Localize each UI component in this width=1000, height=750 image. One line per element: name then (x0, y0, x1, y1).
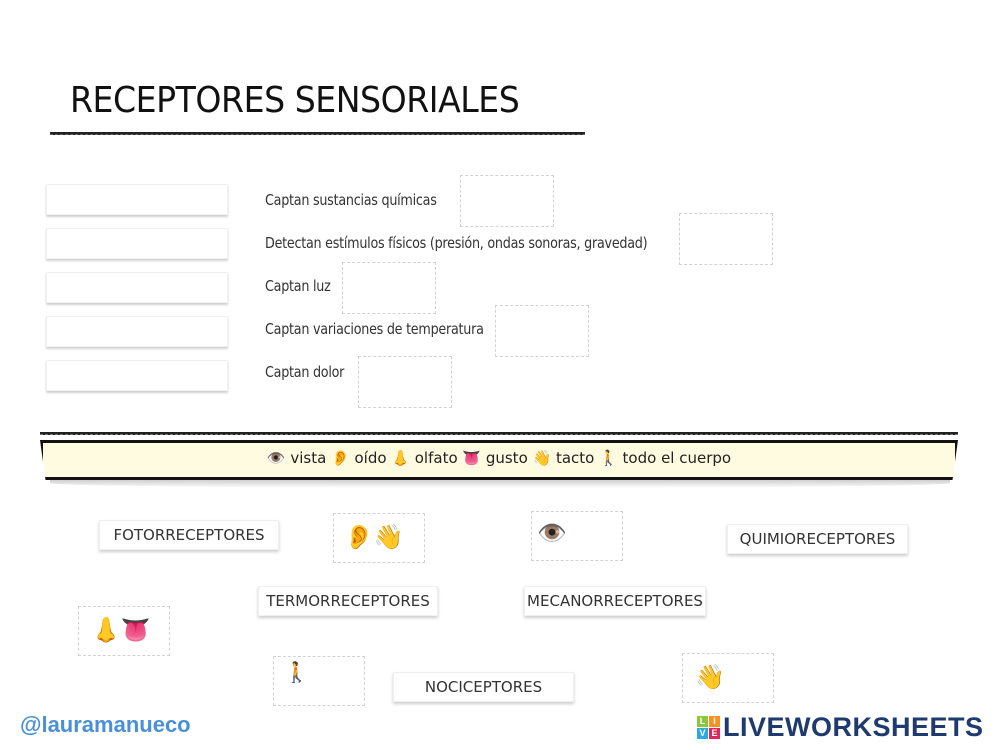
answer-input-2[interactable] (46, 228, 228, 259)
banner-divider (40, 432, 958, 435)
drag-icon-nose-tongue[interactable]: 👃👅 (78, 606, 170, 656)
description-5: Captan dolor (265, 363, 345, 381)
drag-label-fotorreceptores[interactable]: FOTORRECEPTORES (99, 520, 279, 550)
drag-label-termorreceptores[interactable]: TERMORRECEPTORES (258, 586, 438, 616)
ear-hand-icon: 👂👋 (344, 524, 404, 551)
author-handle: @lauramanueco (20, 712, 191, 737)
title-divider (50, 132, 585, 135)
drag-label-quimioreceptores[interactable]: QUIMIORECEPTORES (727, 524, 908, 554)
legend-banner (40, 440, 958, 480)
legend-text: 👁️ vista 👂 oído 👃 olfato 👅 gusto 👋 tacto… (266, 449, 732, 467)
logo-mark-icon: L I V E (697, 716, 720, 739)
drag-label-nociceptores[interactable]: NOCICEPTORES (393, 672, 574, 702)
drag-label-mecanorreceptores[interactable]: MECANORRECEPTORES (524, 586, 706, 616)
drop-zone-5[interactable] (358, 356, 452, 408)
drag-icon-ear-hand[interactable]: 👂👋 (333, 513, 425, 563)
drop-zone-3[interactable] (342, 262, 436, 314)
drag-icon-hand[interactable]: 👋 (682, 653, 774, 703)
person-walking-icon: 🚶 (284, 662, 309, 684)
answer-input-4[interactable] (46, 316, 228, 347)
drop-zone-2[interactable] (679, 213, 773, 265)
drop-zone-4[interactable] (495, 305, 589, 357)
description-1: Captan sustancias químicas (265, 191, 437, 209)
logo-letter: E (709, 728, 720, 739)
description-2: Detectan estímulos físicos (presión, ond… (265, 234, 648, 252)
liveworksheets-logo[interactable]: L I V E LIVEWORKSHEETS (697, 712, 984, 743)
logo-letter: I (709, 716, 720, 727)
description-3: Captan luz (265, 277, 331, 295)
answer-input-3[interactable] (46, 272, 228, 303)
answer-input-1[interactable] (46, 184, 228, 215)
answer-input-5[interactable] (46, 360, 228, 391)
drag-icon-person[interactable]: 🚶 (273, 656, 365, 706)
drag-icon-eye[interactable]: 👁️ (531, 511, 623, 561)
waving-hand-icon: 👋 (695, 664, 725, 691)
logo-letter: L (697, 716, 708, 727)
banner-shadow (50, 478, 950, 488)
page-title: RECEPTORES SENSORIALES (70, 80, 520, 121)
logo-text: LIVEWORKSHEETS (723, 712, 984, 742)
nose-tongue-icon: 👃👅 (91, 617, 151, 644)
eye-icon: 👁️ (537, 520, 567, 547)
logo-letter: V (697, 728, 708, 739)
drop-zone-1[interactable] (460, 175, 554, 227)
description-4: Captan variaciones de temperatura (265, 320, 484, 338)
